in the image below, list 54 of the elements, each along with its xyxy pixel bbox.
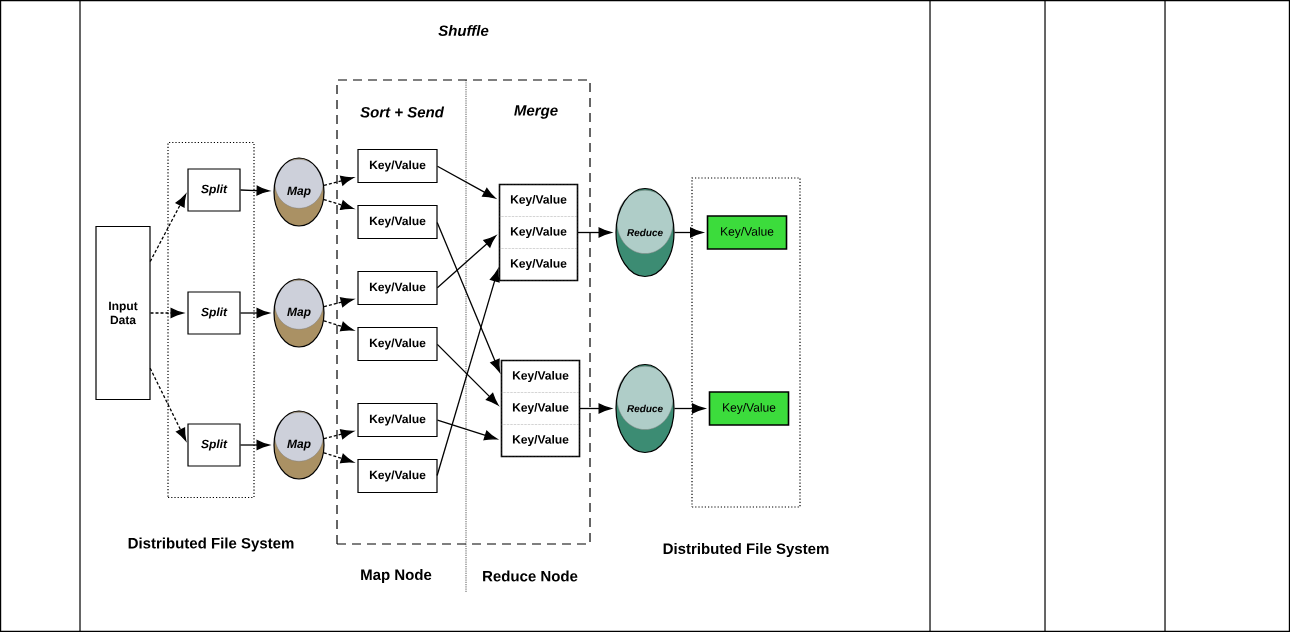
arrow [323, 297, 354, 308]
arrow [323, 175, 354, 187]
key-value-row: Key/Value [501, 424, 580, 457]
arrow [323, 320, 354, 332]
node-caption: Map Node [361, 569, 432, 583]
reduce-cylinder: Reduce [615, 187, 675, 278]
arrow [239, 308, 270, 319]
map-cylinder: Map [273, 157, 325, 227]
arrow [436, 268, 500, 477]
key-value-box: Key/Value [357, 326, 438, 362]
section-heading: Merge [514, 105, 558, 119]
merge-stack [500, 359, 581, 458]
key-value-box: Key/Value [357, 458, 438, 494]
node-label: Shuffle [438, 24, 489, 36]
key-value-row: Key/Value [499, 216, 578, 249]
arrow [323, 452, 354, 464]
arrow [673, 227, 703, 238]
merge-stack [498, 183, 579, 282]
split-box: Split [187, 423, 241, 467]
arrow [436, 165, 496, 199]
arrow [149, 194, 187, 263]
key-value-row: Key/Value [501, 392, 580, 425]
input-box: Input Data [95, 225, 151, 401]
arrow [577, 227, 612, 238]
key-value-box: Key/Value [357, 204, 438, 240]
reduce-cylinder: Reduce [615, 363, 675, 454]
key-value-box: Key/Value [706, 215, 788, 250]
node-label: Distributed File System [128, 537, 294, 552]
key-value-row: Key/Value [501, 360, 580, 393]
key-value-box: Key/Value [357, 402, 438, 438]
map-cylinder: Map [273, 410, 325, 480]
key-value-row: Key/Value [499, 248, 578, 281]
arrow [436, 235, 497, 289]
arrow [436, 343, 499, 406]
arrow [579, 403, 612, 414]
arrow [239, 185, 270, 196]
arrow [149, 367, 187, 441]
arrow [673, 403, 705, 414]
key-value-box: Key/Value [357, 270, 438, 306]
key-value-box: Key/Value [708, 391, 790, 426]
arrow [149, 308, 184, 319]
key-value-row: Key/Value [499, 184, 578, 217]
split-box: Split [187, 291, 241, 335]
node-label: Distributed File System [663, 543, 829, 557]
arrow [323, 429, 354, 440]
map-cylinder: Map [273, 278, 325, 348]
arrow [323, 198, 354, 210]
section-heading: Sort + Send [360, 106, 445, 118]
split-box: Split [187, 168, 241, 212]
arrow [239, 440, 270, 451]
arrow [436, 419, 498, 441]
arrow [436, 221, 501, 373]
key-value-box: Key/Value [357, 148, 438, 184]
node-caption: Reduce Node [483, 570, 578, 582]
